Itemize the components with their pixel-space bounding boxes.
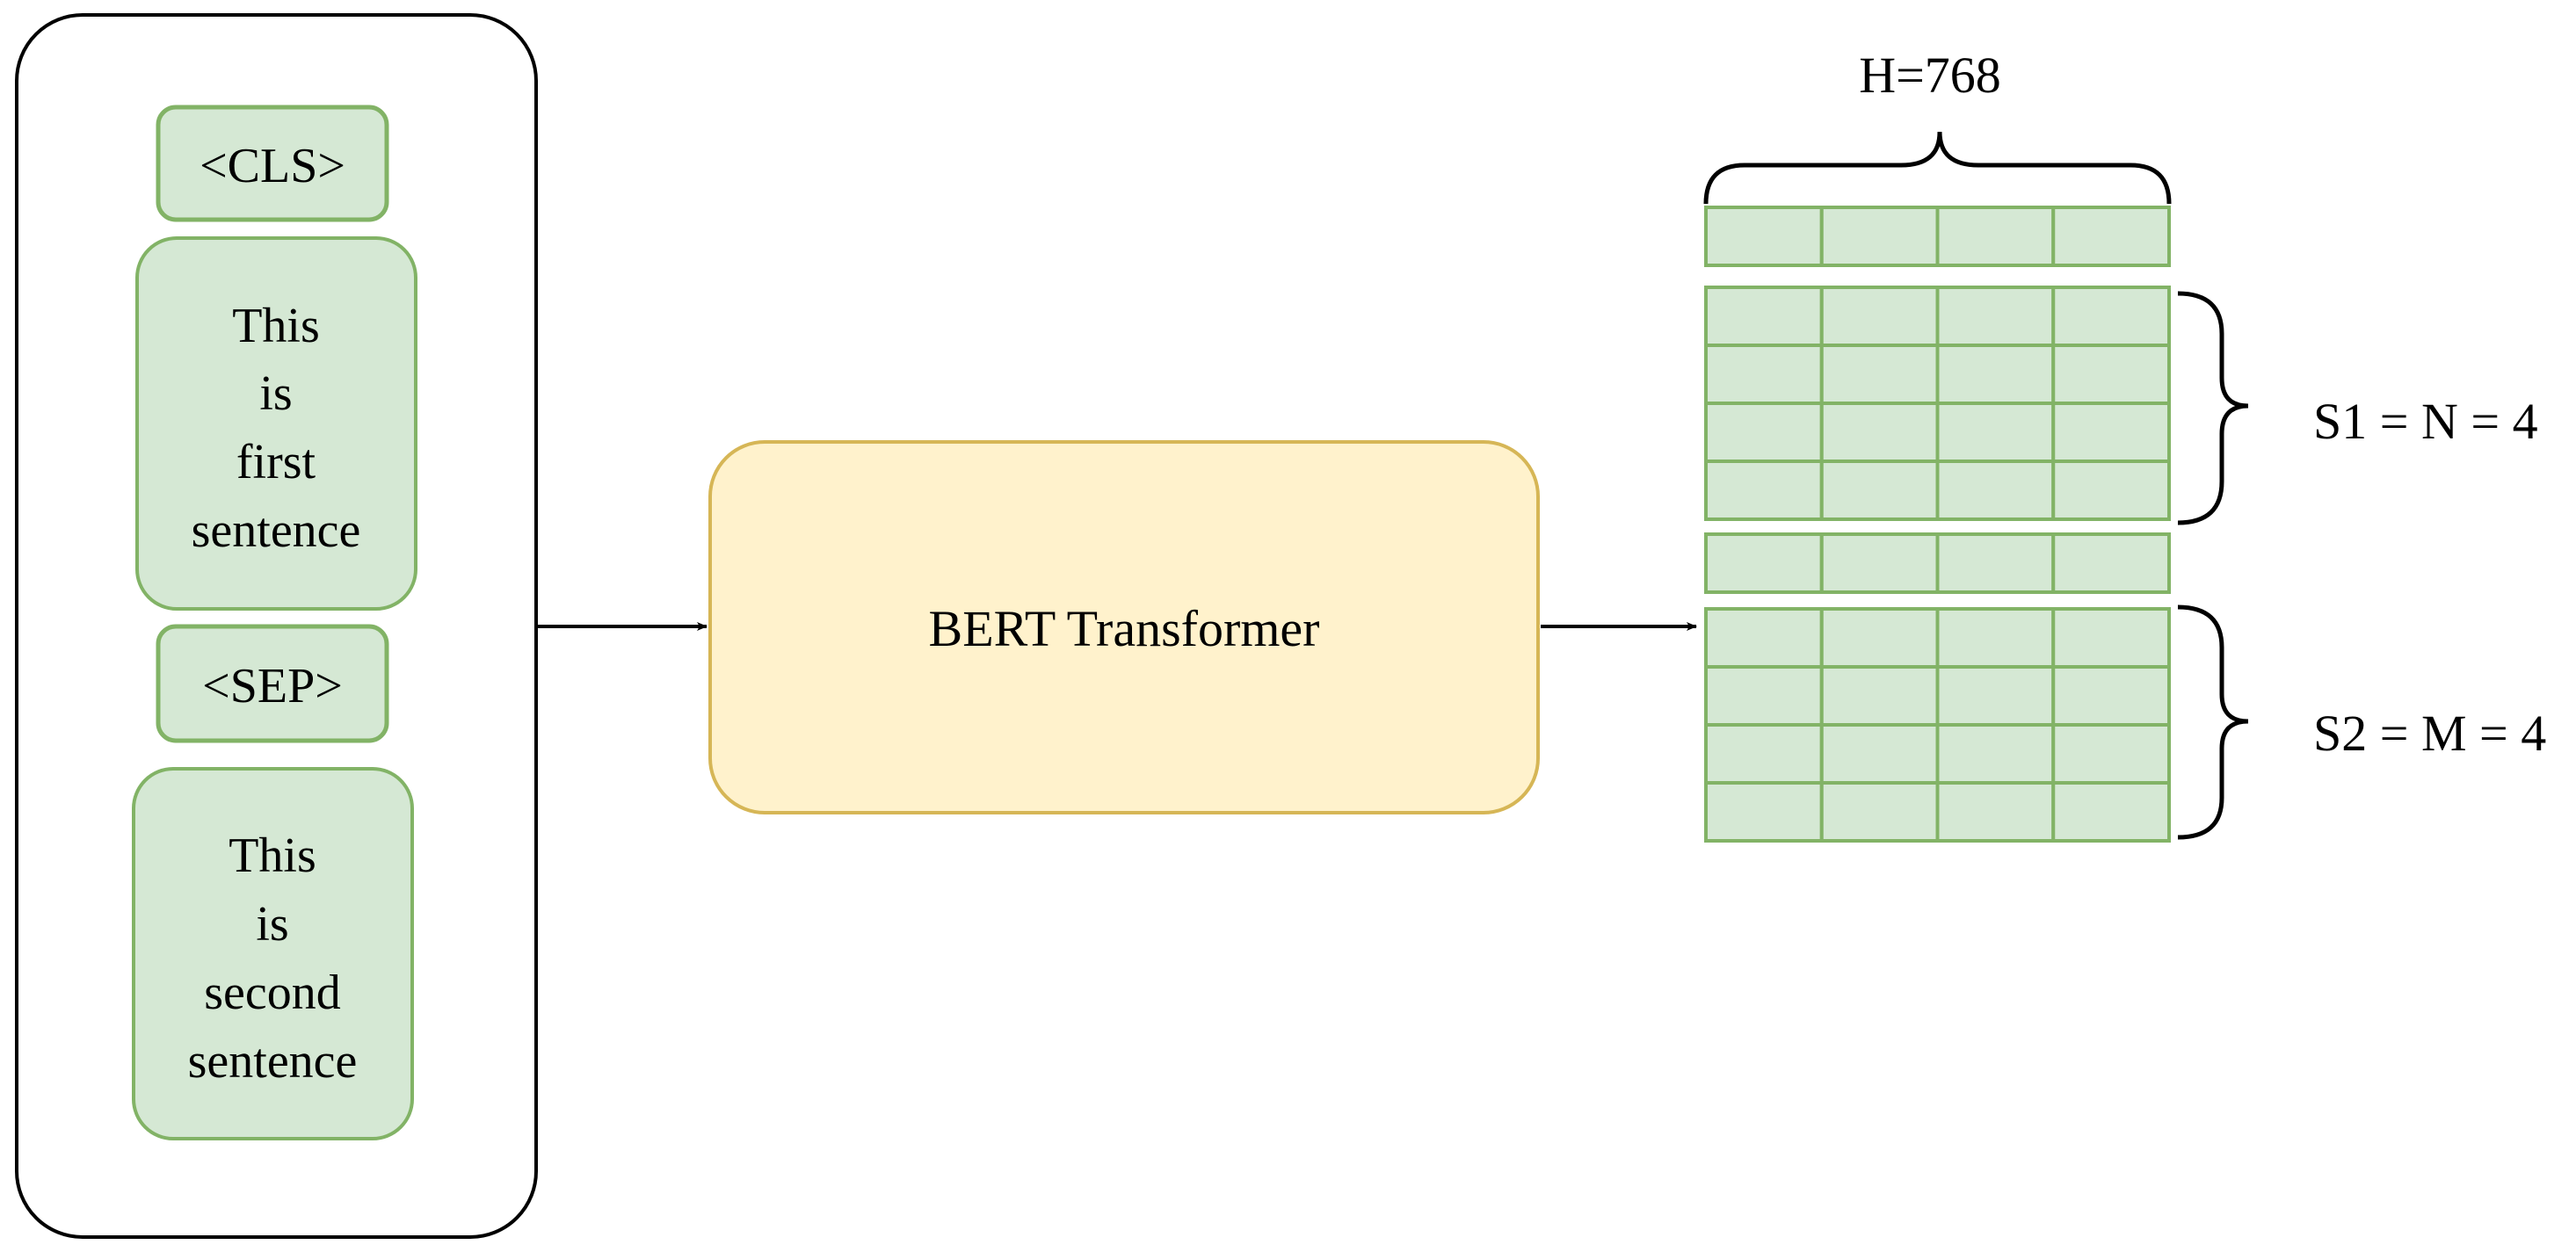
sentence1-length-label: S1 = N = 4 (2313, 393, 2538, 450)
embedding-cell (2051, 607, 2171, 669)
cls-token: <CLS> (156, 105, 389, 222)
sentence1-brace (2177, 291, 2249, 525)
embedding-cell (1819, 781, 1940, 843)
embedding-cell (1935, 286, 2056, 347)
embedding-cell (1819, 460, 1940, 521)
embedding-cell (1704, 206, 1824, 267)
sep-token: <SEP> (156, 624, 389, 743)
embedding-cell (2051, 781, 2171, 843)
embedding-cell (1704, 460, 1824, 521)
embedding-cell (1704, 665, 1824, 727)
embedding-cell (1704, 723, 1824, 785)
embedding-cell (1935, 344, 2056, 405)
embedding-cell (1935, 665, 2056, 727)
embedding-cell (2051, 206, 2171, 267)
sentence1-word: sentence (192, 503, 361, 558)
sentence1-word: first (236, 435, 316, 489)
cls-embedding-block (1704, 206, 2171, 267)
sentence2-embeddings-block (1704, 607, 2171, 843)
embedding-cell (1704, 402, 1824, 463)
embedding-cell (1819, 206, 1940, 267)
sentence2-word: second (204, 966, 341, 1020)
embedding-cell (1704, 781, 1824, 843)
sentence1-token: This is first sentence (135, 236, 417, 611)
transformer-box (708, 440, 1540, 814)
sep-token-box (156, 624, 389, 743)
embedding-cell (1704, 344, 1824, 405)
sentence1-box (135, 236, 417, 611)
embedding-cell (2051, 532, 2171, 594)
embedding-cell (1819, 286, 1940, 347)
embedding-cell (2051, 665, 2171, 727)
embedding-cell (1819, 344, 1940, 405)
embedding-cell (1935, 532, 2056, 594)
embedding-cell (2051, 344, 2171, 405)
embedding-cell (1704, 607, 1824, 669)
sentence2-word: This (229, 829, 316, 883)
embedding-cell (1935, 723, 2056, 785)
output-embeddings: H=768 S1 = N = 4 S2 = M = 4 (1703, 47, 2546, 843)
embedding-cell (1935, 460, 2056, 521)
sentence2-length-label: S2 = M = 4 (2313, 705, 2546, 762)
embedding-cell (2051, 286, 2171, 347)
embedding-cell (1819, 402, 1940, 463)
embedding-cell (1935, 607, 2056, 669)
hidden-size-brace (1703, 131, 2172, 205)
embedding-cell (2051, 460, 2171, 521)
embedding-cell (2051, 402, 2171, 463)
cls-token-label: <CLS> (200, 139, 345, 193)
embedding-grid (1704, 206, 2171, 843)
embedding-cell (2051, 723, 2171, 785)
embedding-cell (1819, 665, 1940, 727)
sep-token-label: <SEP> (202, 659, 343, 713)
sentence2-word: is (256, 897, 288, 952)
transformer-label: BERT Transformer (929, 600, 1320, 657)
sentence2-token: This is second sentence (132, 767, 414, 1140)
embedding-cell (1819, 723, 1940, 785)
bert-transformer: BERT Transformer (708, 440, 1540, 814)
sentence1-word: is (259, 366, 292, 421)
sentence2-box (132, 767, 414, 1140)
embedding-cell (1819, 607, 1940, 669)
embedding-cell (1935, 206, 2056, 267)
embedding-cell (1935, 781, 2056, 843)
sentence2-word: sentence (188, 1034, 358, 1089)
embedding-cell (1935, 402, 2056, 463)
embedding-cell (1704, 286, 1824, 347)
sentence2-brace (2177, 604, 2249, 840)
embedding-cell (1819, 532, 1940, 594)
input-panel: <CLS> This is first sentence <SEP> This … (15, 13, 538, 1239)
embedding-cell (1704, 532, 1824, 594)
hidden-size-label: H=768 (1859, 47, 2001, 104)
sentence1-embeddings-block (1704, 286, 2171, 521)
cls-token-box (156, 105, 389, 222)
sentence1-word: This (232, 299, 320, 353)
sep-embedding-block (1704, 532, 2171, 594)
